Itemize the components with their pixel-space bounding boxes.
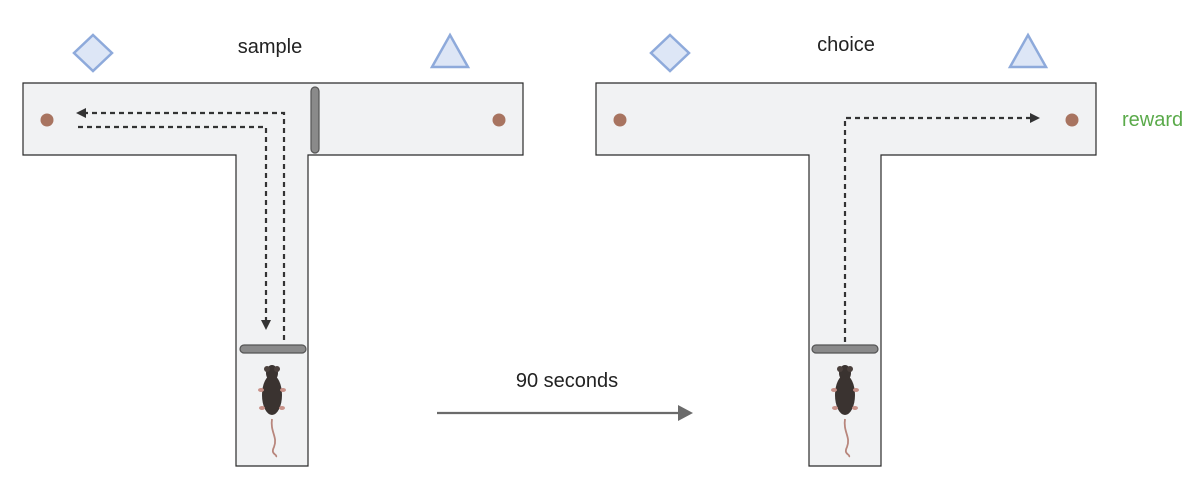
triangle-icon: [1007, 32, 1049, 69]
choice-start-gate: [811, 344, 879, 354]
sample-panel: sample: [22, 32, 524, 467]
choice-right-well: [1065, 113, 1079, 127]
sample-arm-gate: [310, 86, 320, 154]
choice-panel: choice reward: [595, 32, 1183, 467]
mouse-icon: [831, 365, 859, 458]
sample-right-well: [492, 113, 506, 127]
mouse-icon: [258, 365, 286, 458]
choice-title: choice: [817, 34, 875, 56]
delay-transition: 90 seconds: [437, 370, 693, 421]
delay-arrow-head: [678, 405, 693, 421]
choice-left-well: [613, 113, 627, 127]
choice-path: [843, 113, 1040, 342]
triangle-icon: [429, 32, 471, 69]
reward-label: reward: [1122, 109, 1183, 131]
sample-start-gate: [239, 344, 307, 354]
delay-label: 90 seconds: [516, 370, 618, 392]
diamond-icon: [649, 33, 691, 73]
diamond-icon: [72, 33, 114, 73]
sample-left-well: [40, 113, 54, 127]
sample-maze: [22, 82, 524, 467]
sample-title: sample: [238, 36, 302, 58]
sample-path-out: [76, 108, 286, 340]
